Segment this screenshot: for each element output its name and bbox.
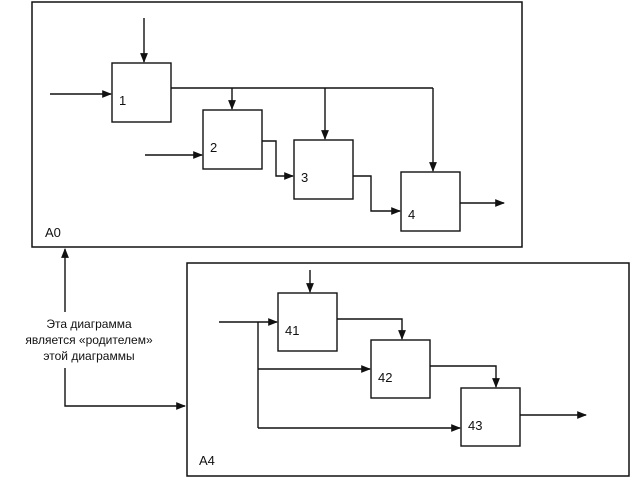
- function-box-4: [400, 171, 461, 232]
- arrow-box-42-to-43: [430, 365, 500, 388]
- function-box-41: [277, 292, 338, 352]
- child-diagram-label: A4: [199, 453, 215, 468]
- arrow-box-2-to-3: [262, 140, 294, 180]
- caption-line-1: Эта диаграмма: [46, 317, 132, 331]
- function-box-2: [202, 109, 263, 170]
- function-box-2-label: 2: [210, 140, 217, 155]
- function-box-1: [111, 62, 172, 123]
- function-box-1-label: 1: [119, 93, 126, 108]
- function-box-4-label: 4: [408, 207, 415, 222]
- caption-line-2: является «родителем»: [25, 333, 153, 347]
- function-box-41-label: 41: [285, 323, 299, 338]
- child-pointer-arrow: [64, 368, 186, 410]
- function-box-3: [293, 139, 354, 200]
- function-box-42: [370, 339, 431, 399]
- function-box-43: [460, 387, 521, 447]
- arrow-box-3-to-4: [353, 175, 401, 215]
- function-box-42-label: 42: [378, 370, 392, 385]
- arrow-box-41-to-42: [337, 318, 406, 340]
- parent-diagram-label: A0: [45, 225, 61, 240]
- function-box-43-label: 43: [468, 418, 482, 433]
- function-box-3-label: 3: [301, 170, 308, 185]
- caption-line-3: этой диаграммы: [43, 349, 134, 363]
